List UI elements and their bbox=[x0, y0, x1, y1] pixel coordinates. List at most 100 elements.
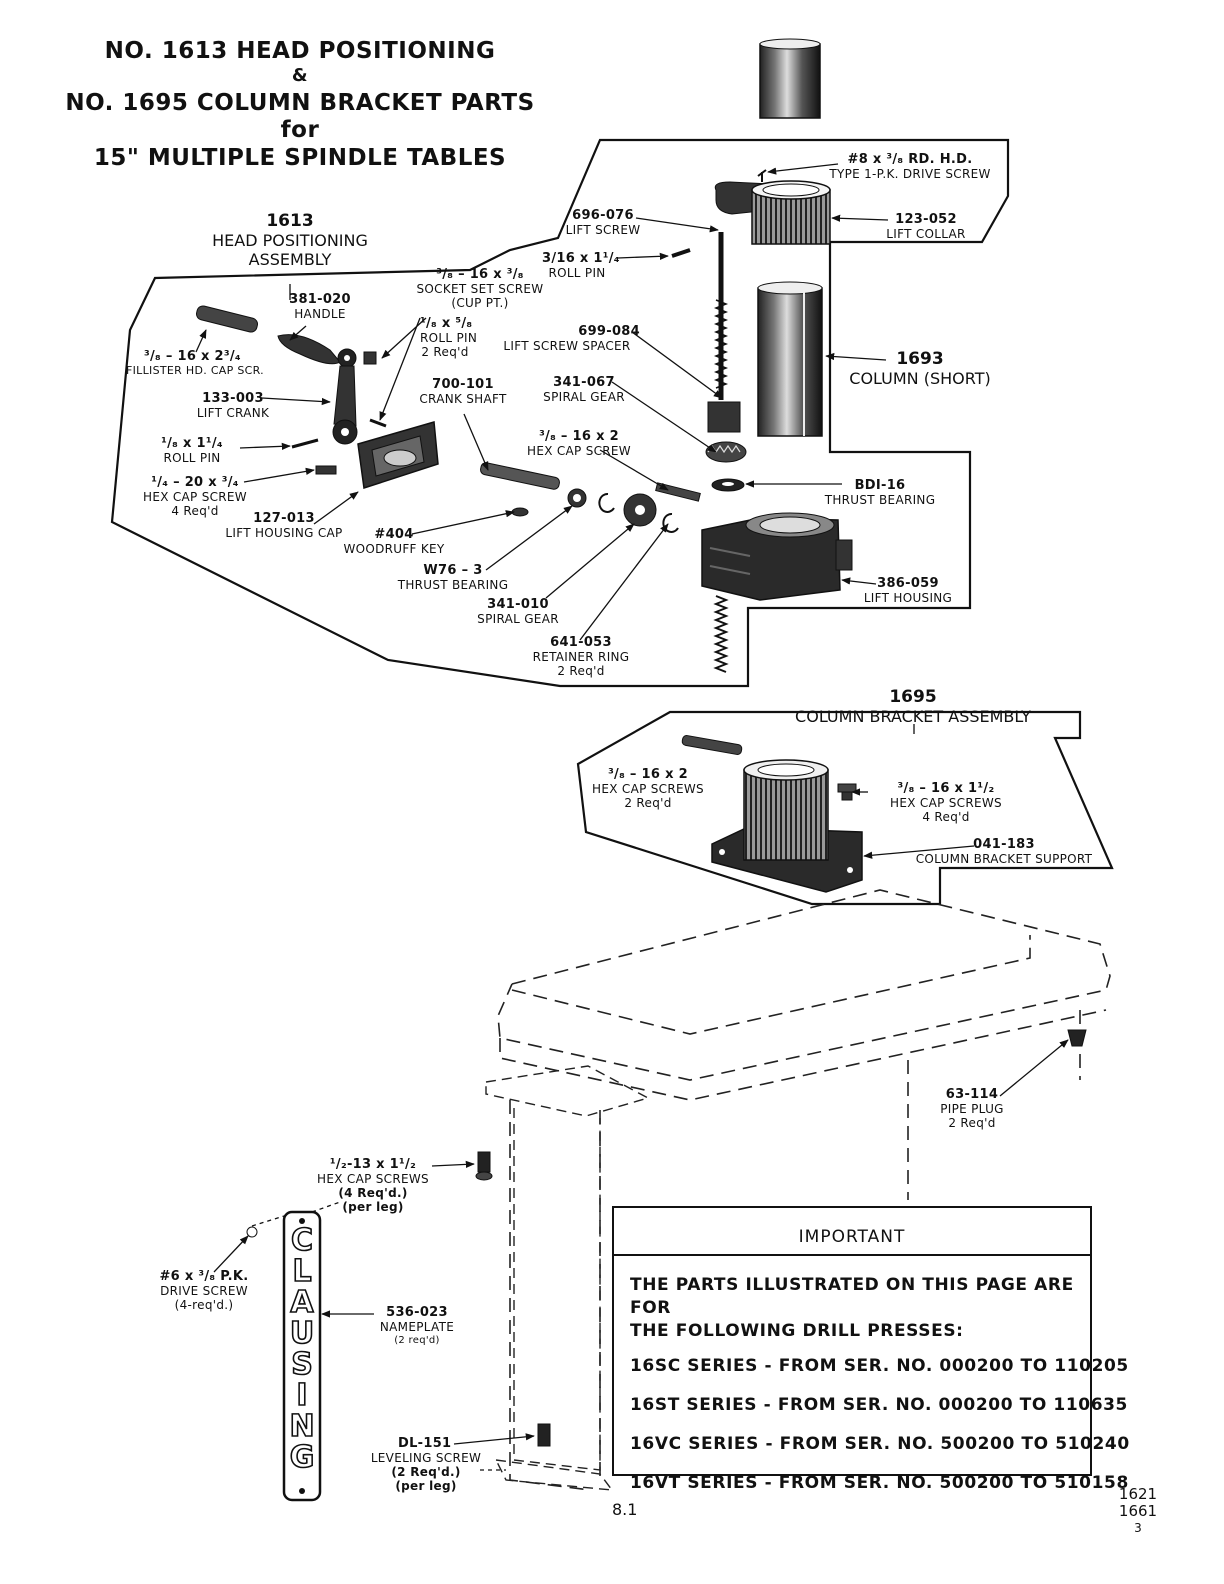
part-qty: 4 Req'd bbox=[171, 504, 219, 518]
part-desc: LIFT HOUSING CAP bbox=[225, 526, 343, 540]
series-row: 16VT SERIES - FROM SER. NO. 500200 TO 51… bbox=[630, 1473, 1129, 1493]
part-desc: ROLL PIN bbox=[548, 266, 606, 280]
part-number: ³/₈ – 16 x 2³/₄ bbox=[144, 349, 241, 364]
part-desc: SOCKET SET SCREW bbox=[416, 282, 544, 296]
part-label-699-084: 699-084 LIFT SCREW SPACER bbox=[494, 324, 640, 354]
part-number: 641-053 bbox=[550, 635, 612, 650]
assembly-1613-label: 1613 HEAD POSITIONING ASSEMBLY bbox=[200, 211, 380, 270]
important-intro-line-2: THE FOLLOWING DRILL PRESSES: bbox=[630, 1321, 964, 1341]
part-number: ¹/₈ x ⁵/₈ bbox=[420, 316, 473, 331]
part-number: ³/₈ – 16 x 1¹/₂ bbox=[897, 781, 995, 796]
part-qty-per-leg: (per leg) bbox=[395, 1479, 457, 1493]
part-qty-per-leg: (per leg) bbox=[342, 1200, 404, 1214]
part-desc: THRUST BEARING bbox=[824, 493, 936, 507]
lift-screw bbox=[713, 232, 729, 400]
title-line-4: for bbox=[280, 117, 320, 143]
part-number: 536-023 bbox=[386, 1305, 448, 1320]
part-number: ¹/₄ – 20 x ³/₄ bbox=[151, 475, 239, 490]
part-label-8x38: #8 x ³/₈ RD. H.D. TYPE 1-P.K. DRIVE SCRE… bbox=[822, 152, 998, 182]
series-row: 16VC SERIES - FROM SER. NO. 500200 TO 51… bbox=[630, 1434, 1130, 1454]
part-label-700-101: 700-101 CRANK SHAFT bbox=[414, 378, 512, 407]
lift-collar bbox=[714, 180, 831, 245]
title-line-1: NO. 1613 HEAD POSITIONING bbox=[104, 38, 496, 64]
assembly-1613-line2: ASSEMBLY bbox=[248, 250, 332, 269]
part-desc: HEX CAP SCREW bbox=[143, 490, 247, 504]
part-number: 341-067 bbox=[553, 375, 615, 390]
part-number: ³/₈ – 16 x 2 bbox=[608, 767, 688, 782]
assembly-1613-line1: HEAD POSITIONING bbox=[212, 231, 368, 250]
part-desc: ROLL PIN bbox=[163, 451, 221, 465]
part-number: ¹/₂-13 x 1¹/₂ bbox=[329, 1157, 417, 1172]
part-number: 3/16 x 1¹/₄ bbox=[542, 251, 620, 266]
part-qty: (4 Req'd.) bbox=[338, 1186, 408, 1200]
part-desc: PIPE PLUG bbox=[940, 1102, 1004, 1116]
part-desc: COLUMN BRACKET SUPPORT bbox=[915, 852, 1093, 866]
part-desc: SPIRAL GEAR bbox=[477, 612, 559, 626]
assembly-1693-line1: COLUMN (SHORT) bbox=[849, 369, 991, 388]
part-desc: LIFT SCREW bbox=[565, 223, 641, 237]
part-label-133-003: 133-003 LIFT CRANK bbox=[190, 391, 276, 421]
important-intro: THE PARTS ILLUSTRATED ON THIS PAGE ARE F… bbox=[630, 1274, 1090, 1343]
spiral-gear-341-010 bbox=[623, 493, 657, 527]
part-number: 041-183 bbox=[973, 837, 1035, 852]
nameplate-letter: A bbox=[290, 1285, 314, 1320]
part-desc: SPIRAL GEAR bbox=[543, 390, 625, 404]
part-qty: 4 Req'd bbox=[922, 810, 970, 824]
assembly-1695-outline bbox=[576, 710, 1114, 906]
part-desc: LEVELING SCREW bbox=[370, 1451, 482, 1465]
nameplate-letter: G bbox=[290, 1440, 315, 1475]
part-qty: (2 Req'd.) bbox=[391, 1465, 461, 1479]
assembly-1693-label: 1693 COLUMN (SHORT) bbox=[840, 350, 1000, 389]
assembly-1613-number: 1613 bbox=[266, 211, 314, 231]
part-label-38-socket: ³/₈ – 16 x ³/₈ SOCKET SET SCREW (CUP PT.… bbox=[410, 267, 550, 311]
spiral-gear-341-067 bbox=[705, 441, 747, 463]
part-desc: CRANK SHAFT bbox=[419, 392, 507, 406]
part-number: ³/₈ – 16 x ³/₈ bbox=[436, 267, 524, 282]
part-desc: THRUST BEARING bbox=[397, 578, 509, 592]
part-label-b38-hex2: ³/₈ – 16 x 2 HEX CAP SCREWS 2 Req'd bbox=[582, 767, 714, 811]
part-desc: DRIVE SCREW bbox=[160, 1284, 248, 1298]
part-desc: WOODRUFF KEY bbox=[343, 542, 445, 556]
part-label-w76-3: W76 – 3 THRUST BEARING bbox=[394, 563, 512, 593]
part-number: 699-084 bbox=[578, 324, 640, 339]
series-row: 16ST SERIES - FROM SER. NO. 000200 TO 11… bbox=[630, 1395, 1128, 1415]
part-desc: HEX CAP SCREWS bbox=[890, 796, 1002, 810]
title-line-2: & bbox=[291, 65, 309, 86]
assembly-1695-number: 1695 bbox=[889, 687, 937, 707]
part-desc: LIFT SCREW SPACER bbox=[503, 339, 631, 353]
part-label-386-059: 386-059 LIFT HOUSING bbox=[856, 577, 960, 606]
assembly-1695-label: 1695 COLUMN BRACKET ASSEMBLY bbox=[782, 687, 1044, 727]
part-desc: LIFT HOUSING bbox=[863, 591, 953, 605]
part-number: #8 x ³/₈ RD. H.D. bbox=[847, 152, 973, 167]
part-label-b38-hex112: ³/₈ – 16 x 1¹/₂ HEX CAP SCREWS 4 Req'd bbox=[872, 781, 1020, 825]
part-qty: (4-req'd.) bbox=[174, 1298, 234, 1312]
part-label-18x114: ¹/₈ x 1¹/₄ ROLL PIN bbox=[156, 437, 228, 466]
part-label-341-010: 341-010 SPIRAL GEAR bbox=[470, 597, 566, 627]
nameplate-letter: S bbox=[291, 1347, 313, 1382]
part-number: W76 – 3 bbox=[423, 563, 483, 578]
part-label-381-020: 381-020 HANDLE bbox=[280, 292, 360, 322]
page-number: 8.1 bbox=[612, 1500, 638, 1519]
part-desc: LIFT COLLAR bbox=[886, 227, 966, 241]
part-label-041-183: 041-183 COLUMN BRACKET SUPPORT bbox=[908, 837, 1100, 867]
nameplate-letter: N bbox=[289, 1409, 314, 1444]
part-desc: ROLL PIN bbox=[420, 331, 478, 345]
page-ref-3: 3 bbox=[1134, 1521, 1142, 1535]
title-line-5: 15" MULTIPLE SPINDLE TABLES bbox=[93, 145, 507, 171]
part-label-123-052: 123-052 LIFT COLLAR bbox=[880, 213, 972, 242]
part-number: 341-010 bbox=[487, 597, 549, 612]
part-number: 133-003 bbox=[202, 391, 264, 406]
part-desc: FILLISTER HD. CAP SCR. bbox=[126, 364, 264, 377]
part-desc: HEX CAP SCREW bbox=[527, 444, 631, 458]
column-short bbox=[757, 281, 823, 437]
part-number: DL-151 bbox=[398, 1436, 452, 1451]
leader-lines bbox=[195, 163, 1069, 1471]
important-intro-line-1: THE PARTS ILLUSTRATED ON THIS PAGE ARE F… bbox=[630, 1275, 1074, 1318]
part-desc: LIFT CRANK bbox=[196, 406, 270, 420]
table-leg bbox=[485, 1065, 650, 1491]
part-number: 381-020 bbox=[289, 292, 351, 307]
part-number: 696-076 bbox=[572, 208, 634, 223]
part-label-536-023: 536-023 NAMEPLATE (2 req'd) bbox=[372, 1306, 462, 1348]
title-line-3: NO. 1695 COLUMN BRACKET PARTS bbox=[65, 90, 535, 116]
